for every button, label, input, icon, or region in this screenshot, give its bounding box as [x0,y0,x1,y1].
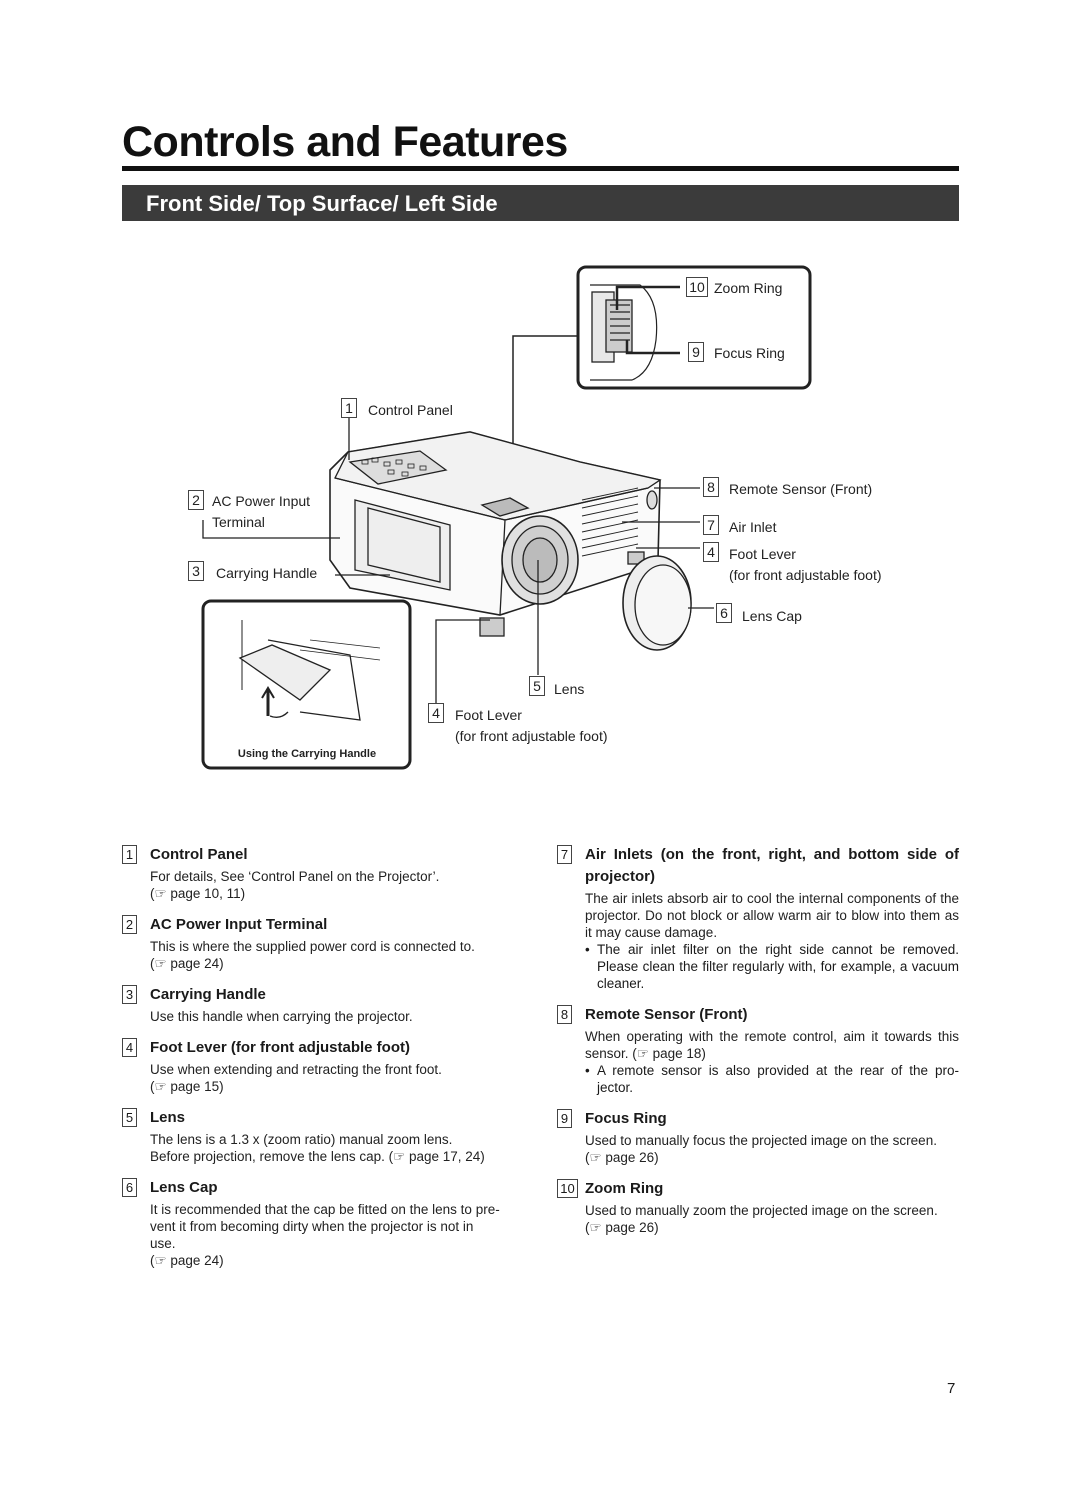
callout-number-carrying-handle: 3 [188,561,204,581]
callout-label-air-inlet: Air Inlet [729,519,777,535]
callout-number-focus-ring: 9 [688,342,704,362]
feature-item-lens-cap: 6 Lens Cap It is recommended that the ca… [122,1177,502,1269]
callout-number-ac-power: 2 [188,490,204,510]
item-page-ref: (☞ page 24) [150,1253,224,1268]
callout-label-ac-power: AC Power Input [212,493,311,509]
item-text: Use this handle when carrying the projec… [150,1009,413,1024]
item-text: The lens is a 1.3 x (zoom ratio) manual … [150,1132,453,1147]
item-title: Control Panel [150,846,248,863]
callout-number-remote-sensor: 8 [703,477,719,497]
item-title: AC Power Input Terminal [150,916,328,933]
item-text: Used to manually focus the projected ima… [585,1133,937,1148]
callout-label-remote-sensor: Remote Sensor (Front) [729,481,873,497]
page-number: 7 [947,1380,956,1397]
callout-label-control-panel: Control Panel [368,402,453,418]
callout-number-lens-cap: 6 [716,603,732,623]
callout-label-focus-ring: Focus Ring [714,345,785,361]
item-page-ref: (☞ page 26) [585,1150,659,1165]
callout-number-zoom-ring: 10 [686,277,708,297]
callout-label-foot-lever-right: Foot Lever [729,546,796,562]
item-title: Air Inlets (on the front, right, and bot… [585,846,959,885]
section-header-bar: Front Side/ Top Surface/ Left Side [122,185,959,221]
item-number: 6 [122,1178,137,1197]
callout-label-foot-lever-bottom: Foot Lever [455,707,522,723]
feature-item-focus-ring: 9 Focus Ring Used to manually focus the … [557,1108,959,1166]
right-column: 7 Air Inlets (on the front, right, and b… [557,844,959,1248]
item-number: 5 [122,1108,137,1127]
feature-item-control-panel: 1 Control Panel For details, See ‘Contro… [122,844,502,902]
item-page-ref: (☞ page 26) [585,1220,659,1235]
callout-label-foot-lever-bottom-note: (for front adjustable foot) [455,728,608,744]
feature-item-foot-lever: 4 Foot Lever (for front adjustable foot)… [122,1037,502,1095]
projector-diagram: 10 Zoom Ring 9 Focus Ring 1 Control Pane… [188,265,882,770]
item-number: 10 [557,1179,578,1198]
item-text: Used to manually zoom the projected imag… [585,1203,938,1218]
bullet-item: A remote sensor is also provided at the … [585,1062,959,1096]
item-text: Use when extending and retracting the fr… [150,1062,442,1077]
item-title: Foot Lever (for front adjustable foot) [150,1039,410,1056]
callout-number-foot-lever-bottom: 4 [428,703,444,723]
item-title: Focus Ring [585,1110,667,1127]
item-number: 3 [122,985,137,1004]
item-page-ref: (☞ page 10, 11) [150,886,246,901]
item-text: It is recommended that the cap be fitted… [150,1202,500,1217]
title-rule [122,166,959,171]
projector-illustration [201,265,812,770]
item-page-ref: (☞ page 24) [150,956,224,971]
item-text: vent it from becoming dirty when the pro… [150,1219,474,1251]
item-page-ref: (☞ page 15) [150,1079,224,1094]
item-bullets: The air inlet filter on the right side c… [585,941,959,992]
item-title: Lens [150,1109,186,1126]
section-title: Front Side/ Top Surface/ Left Side [146,191,498,216]
item-title: Remote Sensor (Front) [585,1006,748,1023]
page-title: Controls and Features [122,118,568,166]
item-title: Lens Cap [150,1179,218,1196]
callout-label-lens: Lens [554,681,585,697]
bullet-item: The air inlet filter on the right side c… [585,941,959,992]
callout-label-lens-cap: Lens Cap [742,608,802,624]
callout-label-zoom-ring: Zoom Ring [714,280,783,296]
feature-item-carrying-handle: 3 Carrying Handle Use this handle when c… [122,984,502,1025]
feature-item-remote-sensor: 8 Remote Sensor (Front) When operating w… [557,1004,959,1096]
item-text: When operating with the remote control, … [585,1029,959,1061]
item-number: 1 [122,845,137,864]
item-text: Before projection, remove the lens cap. … [150,1149,485,1164]
item-number: 2 [122,915,137,934]
item-title: Zoom Ring [585,1180,664,1197]
callout-number-foot-lever-right: 4 [703,542,719,562]
left-column: 1 Control Panel For details, See ‘Contro… [122,844,502,1281]
item-text: For details, See ‘Control Panel on the P… [150,869,440,884]
item-number: 7 [557,845,572,864]
item-text: This is where the supplied power cord is… [150,939,475,954]
item-title: Carrying Handle [150,986,266,1003]
callout-number-lens: 5 [529,676,545,696]
callout-number-air-inlet: 7 [703,515,719,535]
inset-caption: Using the Carrying Handle [237,748,377,760]
callout-label-carrying-handle: Carrying Handle [216,565,318,581]
callout-number-control-panel: 1 [341,398,357,418]
item-number: 4 [122,1038,137,1057]
item-bullets: A remote sensor is also provided at the … [585,1062,959,1096]
callout-label-ac-power-line2: Terminal [212,514,265,530]
feature-item-ac-power: 2 AC Power Input Terminal This is where … [122,914,502,972]
feature-item-zoom-ring: 10 Zoom Ring Used to manually zoom the p… [557,1178,959,1236]
item-number: 9 [557,1109,572,1128]
item-text: The air inlets absorb air to cool the in… [585,891,959,940]
callout-label-foot-lever-right-note: (for front adjustable foot) [729,567,882,583]
item-number: 8 [557,1005,572,1024]
feature-item-lens: 5 Lens The lens is a 1.3 x (zoom ratio) … [122,1107,502,1165]
feature-item-air-inlets: 7 Air Inlets (on the front, right, and b… [557,844,959,992]
